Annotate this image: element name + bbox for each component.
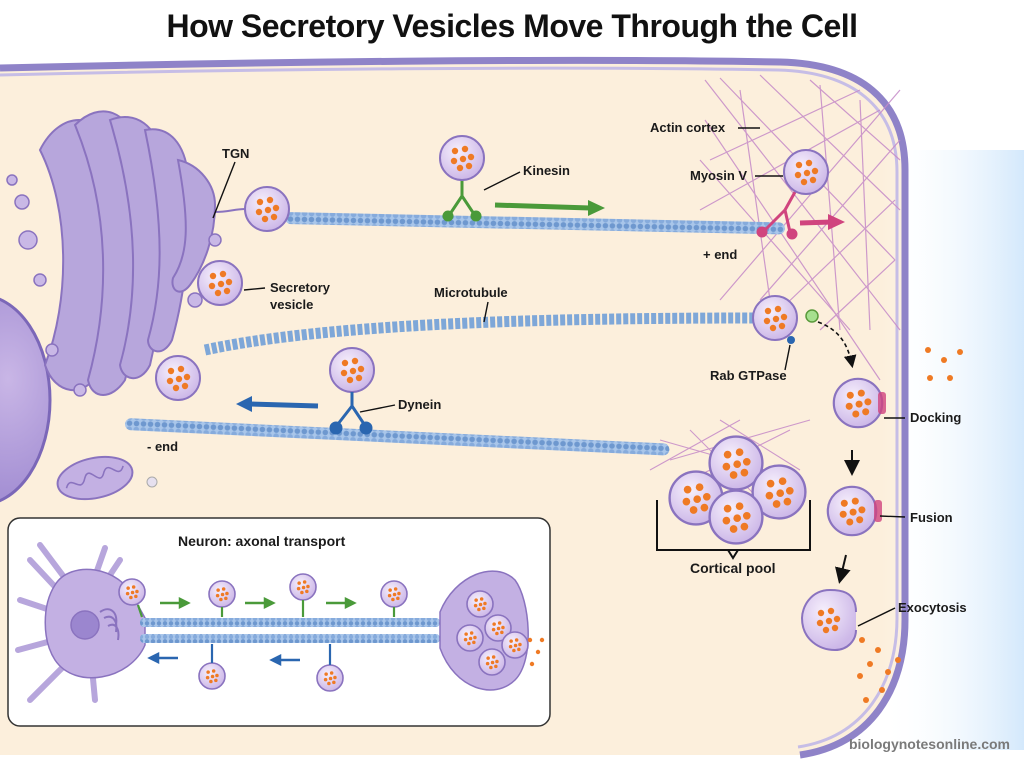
page-title: How Secretory Vesicles Move Through the … xyxy=(166,8,858,44)
label-dynein: Dynein xyxy=(398,397,441,412)
label-tgn: TGN xyxy=(222,146,249,161)
vesicle-tgn-1 xyxy=(245,187,289,231)
myosin-v-motor xyxy=(756,191,798,240)
microtubule-middle xyxy=(203,312,756,356)
vesicle-dynein xyxy=(330,348,374,392)
dynein-motor xyxy=(329,392,373,435)
golgi-vesicles xyxy=(6,174,222,397)
label-kinesin: Kinesin xyxy=(523,163,570,178)
vesicle-tgn-3 xyxy=(156,356,200,400)
label-myosin-v: Myosin V xyxy=(690,168,747,183)
vesicle-fusion xyxy=(828,487,876,535)
vesicle-docking xyxy=(834,379,882,427)
rab-arrow xyxy=(817,321,857,369)
label-cortical-pool: Cortical pool xyxy=(690,560,776,576)
label-secretory-vesicle-2: vesicle xyxy=(270,297,313,312)
label-actin-cortex: Actin cortex xyxy=(650,120,726,135)
rab-gtpase-marker xyxy=(805,309,819,323)
mitochondrion xyxy=(56,455,134,501)
myosin-direction-arrow xyxy=(799,219,833,226)
neuron-inset: Neuron: axonal transport xyxy=(7,517,551,727)
microtubule-top xyxy=(284,212,785,235)
secretory-vesicle xyxy=(198,261,242,305)
plasma-membrane xyxy=(0,56,909,759)
microtubule-bottom xyxy=(124,418,670,456)
cortical-pool-bracket xyxy=(656,500,811,551)
label-minus-end: - end xyxy=(147,439,178,454)
label-fusion: Fusion xyxy=(910,510,953,525)
vesicle-exocytosis xyxy=(800,588,857,652)
nucleus xyxy=(0,297,52,503)
dynein-direction-arrow xyxy=(249,401,319,409)
neuron-golgi xyxy=(99,608,120,641)
label-plus-end: + end xyxy=(703,247,737,262)
vesicle-kinesin xyxy=(440,136,484,180)
axon-microtubule-bottom xyxy=(140,634,440,643)
retrograde-vesicles xyxy=(147,644,343,691)
released-cargo xyxy=(857,347,963,703)
label-microtubule: Microtubule xyxy=(434,285,508,300)
golgi-apparatus xyxy=(38,110,217,396)
site-credit: biologynotesonline.com xyxy=(848,736,1010,752)
kinesin-direction-arrow xyxy=(494,202,591,211)
label-docking: Docking xyxy=(910,410,961,425)
label-secretory-vesicle-1: Secretory xyxy=(270,280,331,295)
label-exocytosis: Exocytosis xyxy=(898,600,967,615)
arrow-fusion-to-exocytosis xyxy=(835,554,851,584)
axon-terminal xyxy=(439,570,545,691)
anterograde-vesicles xyxy=(119,574,407,618)
inset-title: Neuron: axonal transport xyxy=(178,533,346,549)
label-rab-gtpase: Rab GTPase xyxy=(710,368,787,383)
vesicle-myosin xyxy=(784,150,828,194)
axon-microtubule-top xyxy=(140,618,440,627)
kinesin-motor xyxy=(442,178,482,222)
vesicle-rab xyxy=(753,296,797,340)
